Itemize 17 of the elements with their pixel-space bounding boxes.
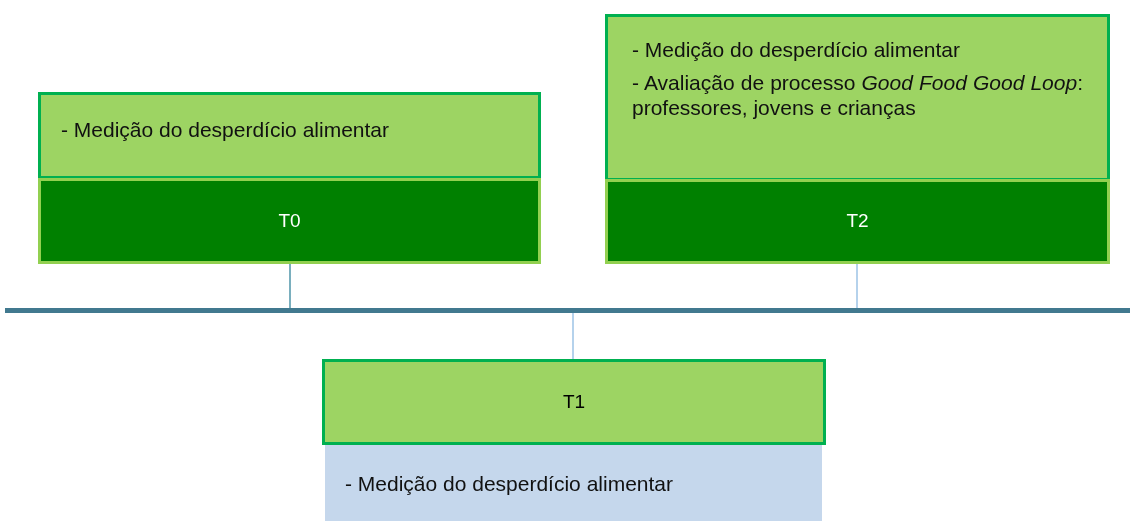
connector-line bbox=[856, 263, 858, 309]
time-point-label: T2 bbox=[846, 210, 869, 233]
bullet-text: - Medição do desperdício alimentar bbox=[345, 471, 674, 497]
time-point-box bbox=[322, 359, 826, 445]
bullet-text: - Avaliação de processo Good Food Good Loop: professores, jovens e crianças bbox=[632, 70, 1083, 121]
bullet-text: - Medição do desperdício alimentar bbox=[632, 37, 961, 63]
time-point-label: T1 bbox=[562, 390, 586, 414]
text-box bbox=[605, 14, 1110, 181]
time-point-box bbox=[38, 178, 541, 264]
connector-line bbox=[289, 263, 291, 309]
text-box bbox=[325, 445, 822, 521]
timeline-bar bbox=[5, 308, 1130, 313]
bullet-text: - Medição do desperdício alimentar bbox=[61, 117, 390, 143]
time-point-label: T0 bbox=[278, 209, 301, 233]
time-point-box bbox=[605, 179, 1110, 264]
text-box bbox=[38, 92, 541, 179]
connector-line bbox=[572, 312, 574, 360]
